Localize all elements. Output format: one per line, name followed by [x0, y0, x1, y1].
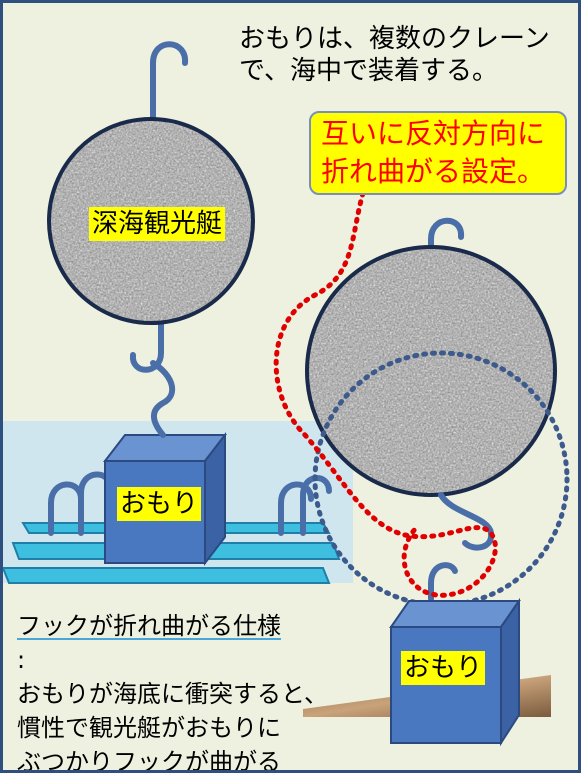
sphere-right	[305, 245, 557, 497]
connector-hooks-right	[428, 492, 495, 602]
spec-heading-line: フックが折れ曲がる仕様:	[17, 609, 328, 677]
weight-label-right: おもり	[401, 651, 486, 685]
rails	[3, 522, 341, 584]
top-hook-left	[150, 41, 188, 122]
weight-cube-left	[102, 432, 228, 566]
setting-note-box: 互いに反対方向に 折れ曲がる設定。	[309, 111, 567, 195]
weight-label-left: おもり	[117, 487, 202, 521]
spec-text: フックが折れ曲がる仕様: おもりが海底に衝突すると、 慣性で観光艇がおもりに ぶ…	[17, 609, 329, 773]
spec-line: 慣性で観光艇がおもりに	[17, 714, 281, 742]
connector-hooks-left	[130, 320, 176, 438]
top-hook-right	[428, 217, 464, 250]
setting-note-line: 互いに反対方向に	[321, 117, 546, 150]
spec-heading: フックが折れ曲がる仕様	[17, 612, 281, 640]
setting-note-line: 折れ曲がる設定。	[321, 155, 546, 188]
spec-colon: :	[17, 646, 26, 674]
top-caption-line: おもりは、複数のクレーン	[239, 24, 550, 54]
spec-line: ぶつかりフックが曲がる	[17, 748, 281, 773]
spec-line: おもりが海底に衝突すると、	[17, 680, 329, 708]
red-dotted-curve	[273, 190, 498, 598]
submersible-label: 深海観光艇	[89, 207, 226, 241]
top-caption-line: で、海中で装着する。	[239, 56, 498, 86]
top-caption: おもりは、複数のクレーン で、海中で装着する。	[239, 23, 550, 87]
